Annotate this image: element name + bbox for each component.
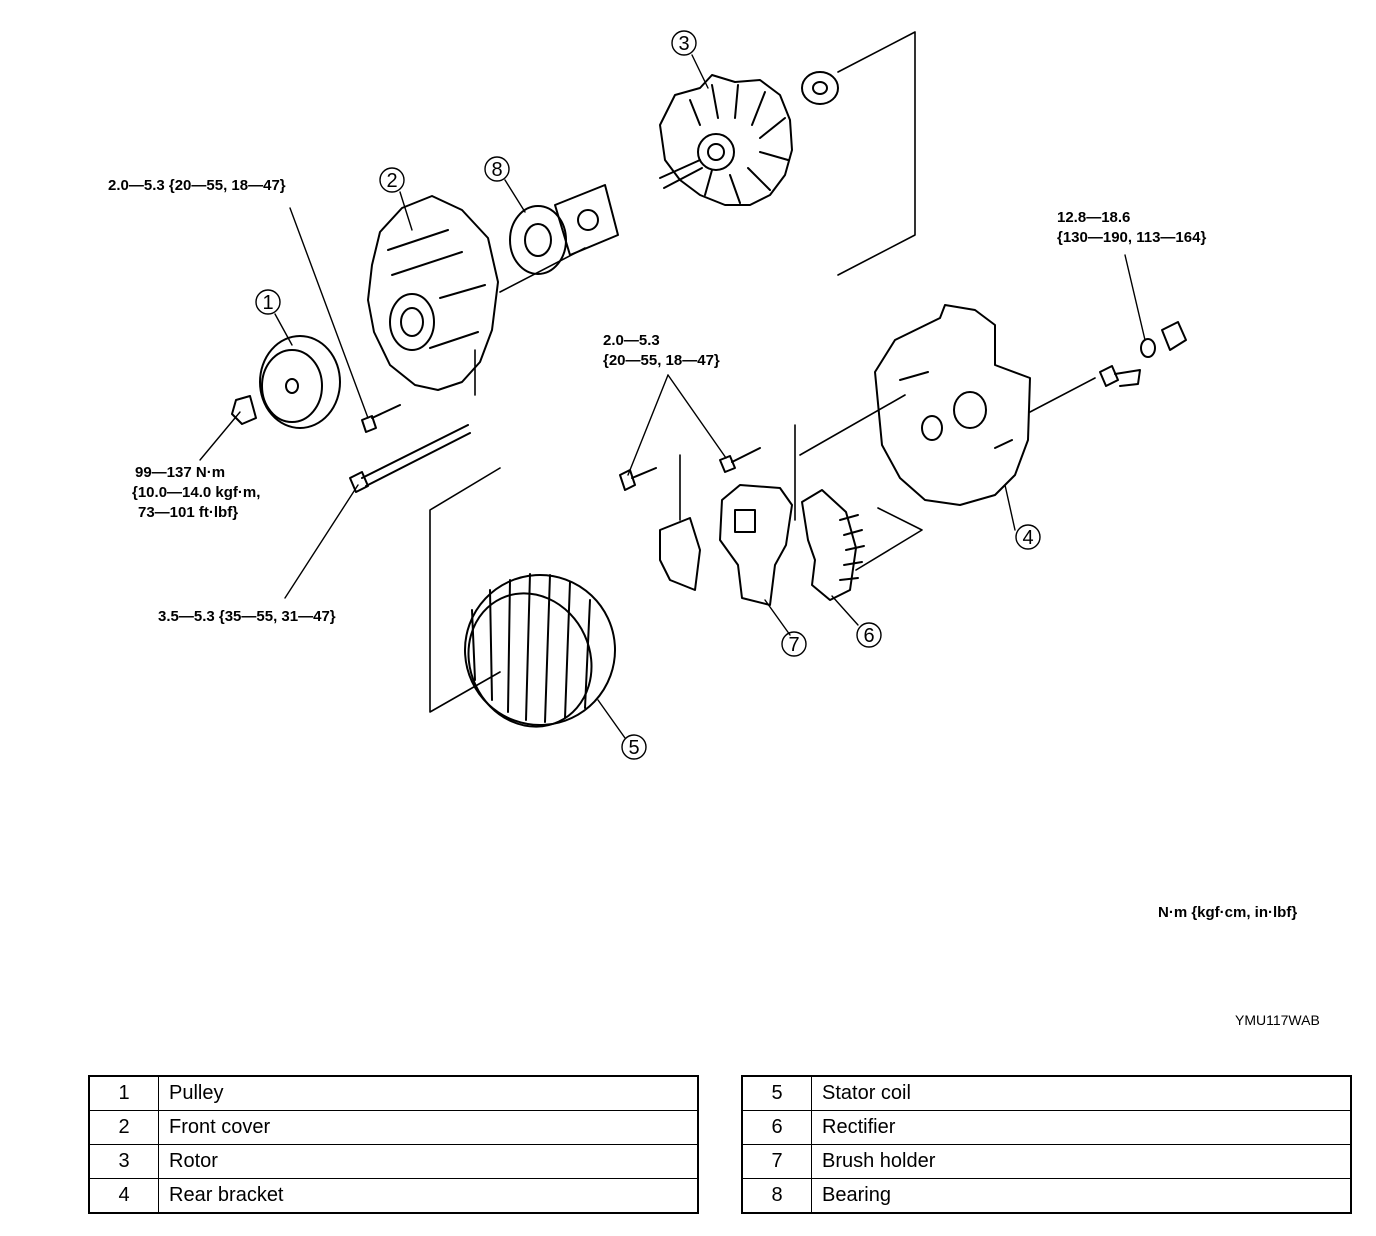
legend-row: 2 Front cover (88, 1110, 699, 1145)
legend-number: 8 (741, 1178, 812, 1214)
callout-numbers: 1 2 3 4 5 6 7 8 (262, 33, 1033, 759)
legend-part-name: Rectifier (811, 1110, 1352, 1145)
legend-row: 1 Pulley (88, 1075, 699, 1111)
legend-row: 5 Stator coil (741, 1075, 1352, 1111)
rotor (659, 71, 839, 206)
torque-b-terminal-line1: 12.8—18.6 (1057, 209, 1130, 226)
rectifier (801, 489, 865, 601)
legend-table-right: 5 Stator coil 6 Rectifier 7 Brush holder… (741, 1075, 1352, 1214)
callout-3: 3 (678, 33, 689, 55)
torque-pulley-nut-line1: 99—137 N·m (135, 464, 225, 481)
callout-1: 1 (262, 292, 273, 314)
assembly-lines (429, 31, 1096, 713)
torque-through-bolt: 3.5—5.3 {35—55, 31—47} (158, 608, 336, 625)
legend-number: 2 (88, 1110, 159, 1145)
legend-part-name: Bearing (811, 1178, 1352, 1214)
torque-specs: 2.0—5.3 {20—55, 18—47} 12.8—18.6 {130—19… (108, 177, 1206, 625)
torque-front-cover-bolt: 2.0—5.3 {20—55, 18—47} (108, 177, 286, 194)
leader-lines (199, 54, 1146, 739)
legend-number: 3 (88, 1144, 159, 1179)
torque-pulley-nut-line2: {10.0—14.0 kgf·m, (132, 484, 260, 501)
pulley (231, 335, 471, 493)
legend-row: 3 Rotor (88, 1144, 699, 1179)
legend-number: 7 (741, 1144, 812, 1179)
callout-6: 6 (863, 625, 874, 647)
torque-b-terminal-line2: {130—190, 113—164} (1057, 229, 1206, 246)
legend-part-name: Rear bracket (158, 1178, 699, 1214)
torque-pulley-nut-line3: 73—101 ft·lbf} (138, 504, 238, 521)
legend-number: 6 (741, 1110, 812, 1145)
legend-part-name: Brush holder (811, 1144, 1352, 1179)
legend-row: 6 Rectifier (741, 1110, 1352, 1145)
torque-rear-bolts-line2: {20—55, 18—47} (603, 352, 720, 369)
legend-part-name: Pulley (158, 1075, 699, 1111)
legend-row: 7 Brush holder (741, 1144, 1352, 1179)
callout-2: 2 (386, 170, 397, 192)
legend-part-name: Front cover (158, 1110, 699, 1145)
stator-coil (464, 573, 616, 728)
legend-row: 8 Bearing (741, 1178, 1352, 1214)
alternator-exploded-diagram: 1 2 3 4 5 6 7 8 2.0—5.3 {20—55, 18—47} 1… (108, 30, 1206, 760)
legend-row: 4 Rear bracket (88, 1178, 699, 1214)
legend-part-name: Stator coil (811, 1075, 1352, 1111)
torque-rear-bolts-line1: 2.0—5.3 (603, 332, 660, 349)
bearing (509, 184, 619, 275)
legend-number: 4 (88, 1178, 159, 1214)
legend-table-left: 1 Pulley 2 Front cover 3 Rotor 4 Rear br… (88, 1075, 699, 1214)
figure-code: YMU117WAB (1235, 1012, 1320, 1028)
brush-holder (619, 447, 793, 606)
callout-8: 8 (491, 159, 502, 181)
units-note: N·m {kgf·cm, in·lbf} (1158, 904, 1298, 921)
rear-bracket (874, 304, 1187, 506)
legend-number: 1 (88, 1075, 159, 1111)
front-cover (367, 195, 499, 391)
callout-4: 4 (1022, 527, 1033, 549)
callout-circles (255, 30, 1041, 760)
callout-7: 7 (788, 634, 799, 656)
legend-number: 5 (741, 1075, 812, 1111)
legend-part-name: Rotor (158, 1144, 699, 1179)
callout-5: 5 (628, 737, 639, 759)
